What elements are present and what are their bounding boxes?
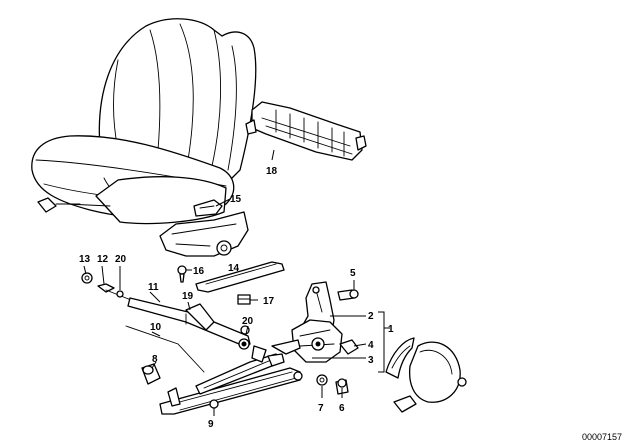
callout-15: 15 <box>230 194 242 205</box>
callout-7: 7 <box>318 403 324 414</box>
callout-20-lower: 20 <box>242 316 254 327</box>
recliner-cover <box>385 337 467 413</box>
callout-12: 12 <box>97 254 109 265</box>
callout-4: 4 <box>368 340 374 351</box>
seat-drawing <box>31 18 257 225</box>
part-19-lever <box>127 297 251 350</box>
callout-20-upper: 20 <box>115 254 127 265</box>
callout-2: 2 <box>368 311 374 322</box>
backrest-seam <box>211 29 221 167</box>
callout-3: 3 <box>368 355 374 366</box>
callout-1: 1 <box>388 324 394 335</box>
backrest-seam-5 <box>149 29 161 151</box>
leader-lines <box>83 149 390 416</box>
seat-rail <box>159 345 303 415</box>
part-18-cover <box>245 101 367 161</box>
part-10-wire <box>125 325 205 373</box>
document-number: 00007157 <box>582 432 622 442</box>
backrest-seam-2 <box>227 45 237 171</box>
callout-8: 8 <box>152 354 158 365</box>
callout-11: 11 <box>148 282 159 293</box>
callout-16: 16 <box>193 266 205 277</box>
side-cover-with-knob <box>159 211 249 257</box>
callouts: 1 2 3 4 5 6 7 8 9 10 11 12 13 14 15 16 1… <box>79 166 394 430</box>
callout-19: 19 <box>182 291 194 302</box>
callout-17: 17 <box>263 296 275 307</box>
part-5-screw <box>337 289 359 301</box>
part-4-clip <box>339 339 359 355</box>
backrest-seam-4 <box>179 23 194 161</box>
parts-6-7-hardware <box>316 374 349 395</box>
callout-5: 5 <box>350 268 356 279</box>
callout-13: 13 <box>79 254 91 265</box>
parts-12-13-hardware <box>81 272 137 303</box>
recliner-mechanism <box>271 281 343 363</box>
seat-foot <box>37 197 57 213</box>
callout-10: 10 <box>150 322 162 333</box>
part-8-bushing <box>141 363 161 385</box>
callout-14: 14 <box>228 263 240 274</box>
part-16-screw <box>177 265 187 283</box>
cushion-side-panel <box>95 176 227 225</box>
part-15-side-trim <box>193 199 223 217</box>
callout-6: 6 <box>339 403 345 414</box>
part-14-cover-strip <box>195 261 285 293</box>
callout-9: 9 <box>208 419 214 430</box>
part-17-clip <box>237 294 251 305</box>
callout-18: 18 <box>266 166 278 177</box>
